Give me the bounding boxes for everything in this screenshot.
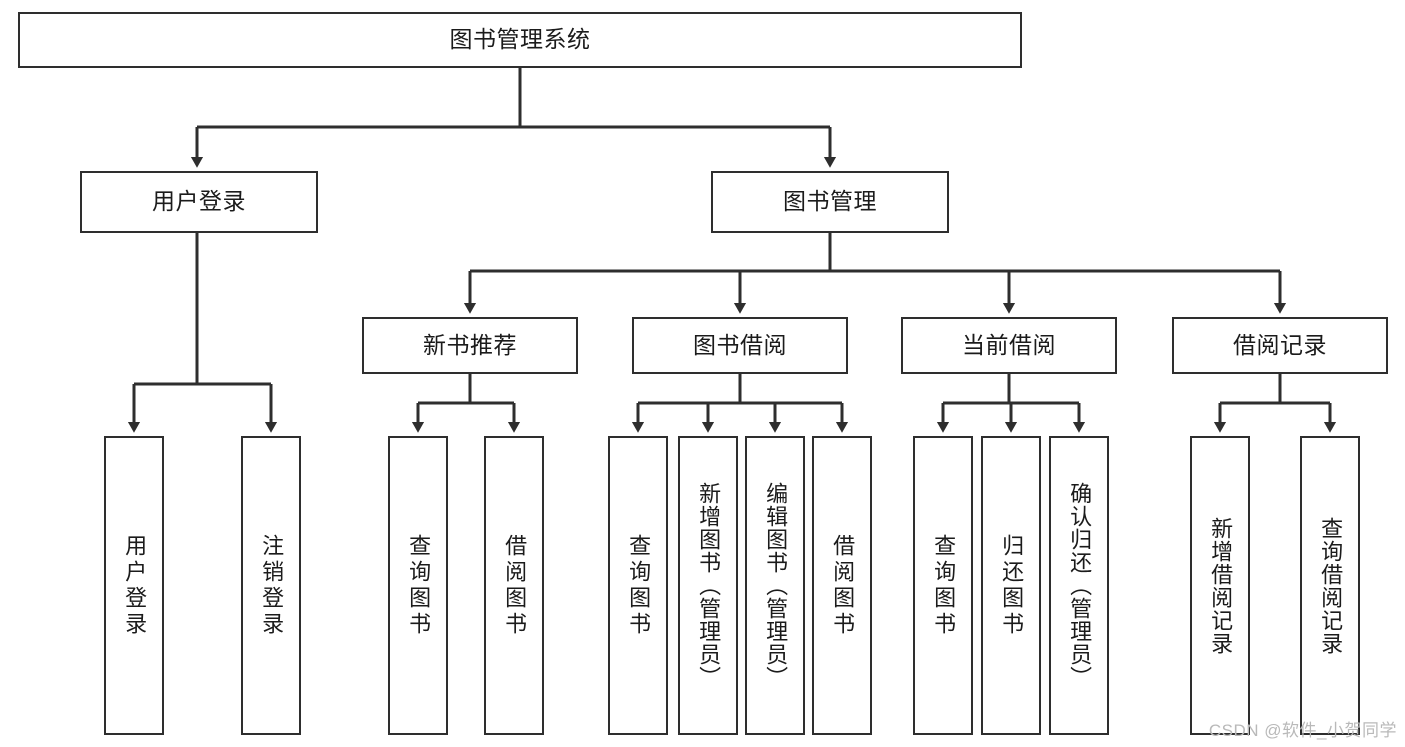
node-leaf-borrow-book-recommend[interactable]: 借阅图书 [484, 436, 544, 735]
node-leaf-logout[interactable]: 注销登录 [241, 436, 301, 735]
node-label: 图书管理 [783, 188, 877, 215]
node-label: 借阅记录 [1233, 331, 1327, 358]
node-book-borrow[interactable]: 图书借阅 [632, 317, 848, 374]
node-label: 新增图书（管理员） [696, 482, 722, 689]
node-leaf-query-book-borrow[interactable]: 查询图书 [608, 436, 668, 735]
node-label: 图书借阅 [693, 331, 787, 358]
node-leaf-query-book-recommend[interactable]: 查询图书 [388, 436, 448, 735]
node-label: 借阅图书 [830, 533, 856, 638]
node-label: 用户登录 [122, 533, 148, 638]
node-leaf-user-login[interactable]: 用户登录 [104, 436, 164, 735]
node-leaf-add-book-admin[interactable]: 新增图书（管理员） [678, 436, 738, 735]
node-borrow-record[interactable]: 借阅记录 [1172, 317, 1388, 374]
node-leaf-confirm-return-admin[interactable]: 确认归还（管理员） [1049, 436, 1109, 735]
node-label: 查询借阅记录 [1318, 516, 1344, 655]
node-label: 注销登录 [259, 533, 285, 638]
node-leaf-edit-book-admin[interactable]: 编辑图书（管理员） [745, 436, 805, 735]
node-new-book-recommend[interactable]: 新书推荐 [362, 317, 578, 374]
node-label: 用户登录 [152, 188, 246, 215]
node-label: 确认归还（管理员） [1067, 482, 1093, 689]
node-label: 新增借阅记录 [1208, 516, 1234, 655]
node-root-system[interactable]: 图书管理系统 [18, 12, 1022, 68]
node-label: 查询图书 [406, 533, 432, 638]
node-book-management[interactable]: 图书管理 [711, 171, 949, 233]
node-leaf-add-borrow-record[interactable]: 新增借阅记录 [1190, 436, 1250, 735]
node-user-login[interactable]: 用户登录 [80, 171, 318, 233]
node-current-borrow[interactable]: 当前借阅 [901, 317, 1117, 374]
node-label: 查询图书 [626, 533, 652, 638]
node-label: 查询图书 [931, 533, 957, 638]
node-label: 编辑图书（管理员） [763, 482, 789, 689]
node-label: 图书管理系统 [449, 26, 591, 53]
node-label: 归还图书 [999, 533, 1025, 638]
node-leaf-query-book-current[interactable]: 查询图书 [913, 436, 973, 735]
node-leaf-query-borrow-record[interactable]: 查询借阅记录 [1300, 436, 1360, 735]
node-label: 借阅图书 [502, 533, 528, 638]
node-label: 新书推荐 [423, 331, 517, 358]
node-leaf-return-book[interactable]: 归还图书 [981, 436, 1041, 735]
node-leaf-borrow-book[interactable]: 借阅图书 [812, 436, 872, 735]
csdn-watermark: CSDN @软件_小贺同学 [1208, 721, 1397, 740]
node-label: 当前借阅 [962, 331, 1056, 358]
